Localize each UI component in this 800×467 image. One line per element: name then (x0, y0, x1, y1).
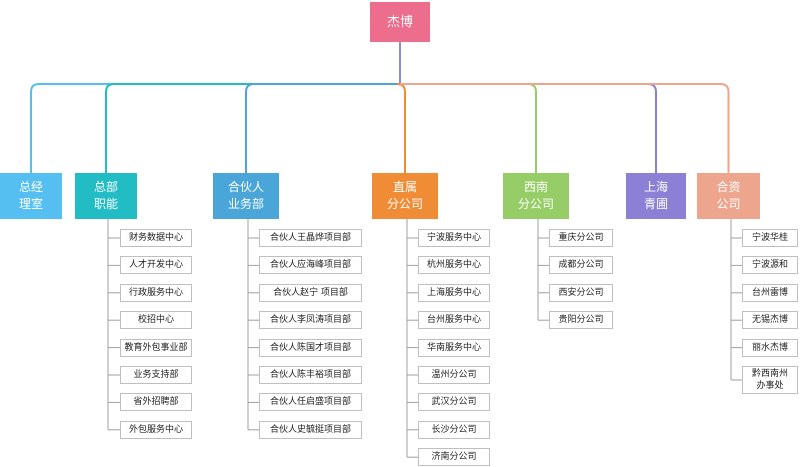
branch-node-zongbu: 总部 职能 (75, 173, 137, 219)
connector-zongjingli (30, 83, 400, 173)
leaf-xinan-3: 贵阳分公司 (549, 311, 613, 330)
branch-node-zhishu: 直属 分公司 (372, 173, 438, 219)
leaf-hezi-4: 丽水杰博 (742, 338, 798, 357)
branch-label-hezi: 合资 公司 (716, 180, 741, 211)
branch-label-zongbu: 总部 职能 (93, 180, 118, 211)
leaf-zongbu-1: 人才开发中心 (120, 256, 192, 275)
leaf-zhishu-8: 济南分公司 (418, 448, 490, 467)
leaf-hehuoren-5: 合伙人陈丰裕项目部 (259, 366, 362, 384)
leaf-hehuoren-4: 合伙人陈国才项目部 (259, 338, 362, 357)
branch-label-zhishu: 直属 分公司 (386, 180, 423, 211)
leaf-hehuoren-7: 合伙人史毓挺项目部 (259, 420, 362, 439)
root-node: 杰博 (370, 2, 430, 42)
branch-node-xinan: 西南 分公司 (503, 173, 569, 219)
leaf-zongbu-6: 省外招聘部 (120, 393, 192, 412)
leaf-zhishu-0: 宁波服务中心 (418, 229, 490, 247)
leaf-zhishu-2: 上海服务中心 (418, 283, 490, 302)
leaf-xinan-2: 西安分公司 (549, 283, 613, 302)
branch-label-xinan: 西南 分公司 (517, 180, 554, 211)
leaf-zongbu-4: 教育外包事业部 (120, 338, 192, 357)
leaf-hezi-1: 宁波源和 (742, 256, 798, 275)
leaf-zongbu-2: 行政服务中心 (120, 283, 192, 302)
leaf-zongbu-5: 业务支持部 (120, 366, 192, 384)
branch-node-hezi: 合资 公司 (697, 173, 760, 219)
leaf-zongbu-3: 校招中心 (120, 311, 192, 330)
leaf-hehuoren-1: 合伙人应海峰项目部 (259, 256, 362, 275)
leaf-zhishu-4: 华南服务中心 (418, 338, 490, 357)
leaf-hehuoren-0: 合伙人王晶烨项目部 (259, 229, 362, 247)
branch-node-hehuoren: 合伙人 业务部 (213, 173, 279, 219)
leaf-hezi-3: 无锡杰博 (742, 311, 798, 330)
branch-label-zongjingli: 总经 理室 (18, 180, 43, 211)
connector-shanghai (400, 83, 657, 173)
leaf-hezi-5: 黔西南州 办事处 (742, 366, 798, 394)
leaf-zhishu-5: 温州分公司 (418, 366, 490, 384)
leaf-hehuoren-3: 合伙人李凤涛项目部 (259, 311, 362, 330)
connector-zongbu (105, 83, 400, 173)
branch-node-shanghai: 上海 青圃 (626, 173, 686, 219)
leaf-zhishu-7: 长沙分公司 (418, 420, 490, 439)
connector-hezi (400, 83, 730, 173)
leaf-hehuoren-6: 合伙人任启盛项目部 (259, 393, 362, 412)
branch-label-hehuoren: 合伙人 业务部 (227, 180, 264, 211)
leaf-zongbu-0: 财务数据中心 (120, 229, 192, 247)
leaf-hehuoren-2: 合伙人赵宁 项目部 (259, 283, 362, 302)
leaf-zhishu-6: 武汉分公司 (418, 393, 490, 412)
leaf-xinan-0: 重庆分公司 (549, 229, 613, 247)
leaf-zhishu-3: 台州服务中心 (418, 311, 490, 330)
leaf-hezi-0: 宁波华桂 (742, 229, 798, 247)
connector-xinan (400, 83, 537, 173)
leaf-hezi-2: 台州雷博 (742, 283, 798, 302)
branch-label-shanghai: 上海 青圃 (643, 180, 668, 211)
branch-node-zongjingli: 总经 理室 (0, 173, 62, 219)
root-label: 杰博 (386, 14, 413, 30)
leaf-zhishu-1: 杭州服务中心 (418, 256, 490, 275)
leaf-xinan-1: 成都分公司 (549, 256, 613, 275)
leaf-zongbu-7: 外包服务中心 (120, 420, 192, 439)
connector-zhishu (396, 83, 406, 173)
connector-hehuoren (245, 83, 400, 173)
